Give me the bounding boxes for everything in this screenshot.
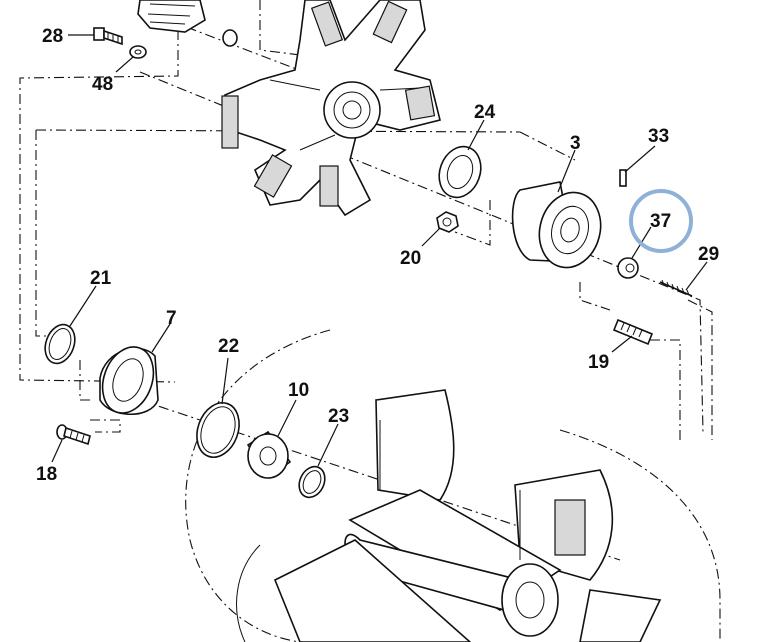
part-48-washer <box>129 45 147 59</box>
callout-33: 33 <box>648 126 669 147</box>
part-23-snap-ring <box>298 465 326 499</box>
highlight-circle-37 <box>629 189 693 253</box>
part-18-bolt <box>56 424 91 446</box>
callout-7: 7 <box>166 308 177 329</box>
callout-29: 29 <box>698 244 719 265</box>
part-28-bolt <box>93 27 123 46</box>
leader-lines <box>51 34 708 467</box>
part-37-bushing <box>617 257 639 279</box>
part-29-threaded-rod <box>659 279 693 297</box>
callout-37: 37 <box>650 211 671 232</box>
callout-labels: 28 48 24 3 33 37 29 20 21 7 22 10 23 19 … <box>36 26 719 485</box>
callout-24: 24 <box>474 102 496 123</box>
part-20-nut <box>436 211 459 233</box>
fan-housing-outline <box>185 329 721 642</box>
callout-10: 10 <box>288 380 309 401</box>
drive-motor <box>137 0 238 47</box>
callout-3: 3 <box>570 133 581 154</box>
fan-hub-spider <box>221 0 441 217</box>
callout-22: 22 <box>218 336 239 357</box>
fan-rotor-wheel <box>273 389 662 642</box>
part-22-ring <box>196 402 240 458</box>
callout-21: 21 <box>90 268 112 289</box>
part-3-bearing-housing <box>511 181 602 269</box>
part-19-stud <box>612 318 654 346</box>
callout-19: 19 <box>588 352 609 373</box>
callout-28: 28 <box>42 26 63 47</box>
part-21-o-ring <box>44 323 76 365</box>
callout-23: 23 <box>328 406 349 427</box>
callout-18: 18 <box>36 464 57 485</box>
part-10-bearing <box>246 430 292 479</box>
callout-20: 20 <box>400 248 421 269</box>
part-33-grease-fitting <box>619 169 627 187</box>
callout-48: 48 <box>92 74 113 95</box>
part-7-flange-housing <box>99 346 159 416</box>
